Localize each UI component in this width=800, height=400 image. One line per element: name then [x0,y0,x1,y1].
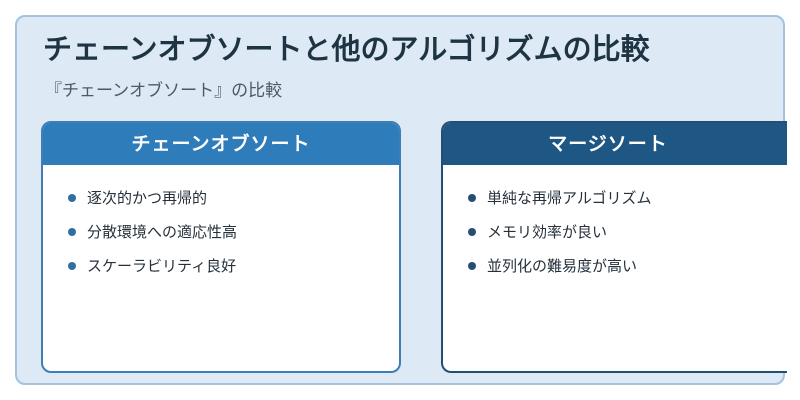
list-item-text: スケーラビリティ良好 [87,257,237,275]
list-item-text: 分散環境への適応性高 [87,223,238,241]
list-item-text: 単純な再帰アルゴリズム [487,189,652,207]
bullet-dot-icon [468,228,476,236]
comparison-card-merge-sort: マージソート 単純な再帰アルゴリズム メモリ効率が良い 並列化の難易度が高い [441,121,787,373]
list-item: メモリ効率が良い [467,215,787,249]
feature-list: 単純な再帰アルゴリズム メモリ効率が良い 並列化の難易度が高い [443,165,787,283]
list-item-text: 並列化の難易度が高い [487,257,638,275]
list-item: 単純な再帰アルゴリズム [467,181,787,215]
list-item: スケーラビリティ良好 [67,249,399,283]
bullet-dot-icon [468,262,476,270]
comparison-card-chain-of-sort: チェーンオブソート 逐次的かつ再帰的 分散環境への適応性高 スケーラビリティ良好 [41,121,401,373]
bullet-dot-icon [468,194,476,202]
list-item-text: 逐次的かつ再帰的 [87,189,208,207]
page-title: チェーンオブソートと他のアルゴリズムの比較 [43,32,650,66]
list-item: 逐次的かつ再帰的 [67,181,399,215]
feature-list: 逐次的かつ再帰的 分散環境への適応性高 スケーラビリティ良好 [43,165,399,283]
list-item: 並列化の難易度が高い [467,249,787,283]
slide: チェーンオブソートと他のアルゴリズムの比較 『チェーンオブソート』の比較 チェー… [15,15,787,385]
list-item: 分散環境への適応性高 [67,215,399,249]
card-heading: チェーンオブソート [43,123,399,165]
bullet-dot-icon [68,262,76,270]
bullet-dot-icon [68,228,76,236]
bullet-dot-icon [68,194,76,202]
card-heading: マージソート [443,123,787,165]
list-item-text: メモリ効率が良い [487,223,608,241]
page-subtitle: 『チェーンオブソート』の比較 [45,81,283,101]
